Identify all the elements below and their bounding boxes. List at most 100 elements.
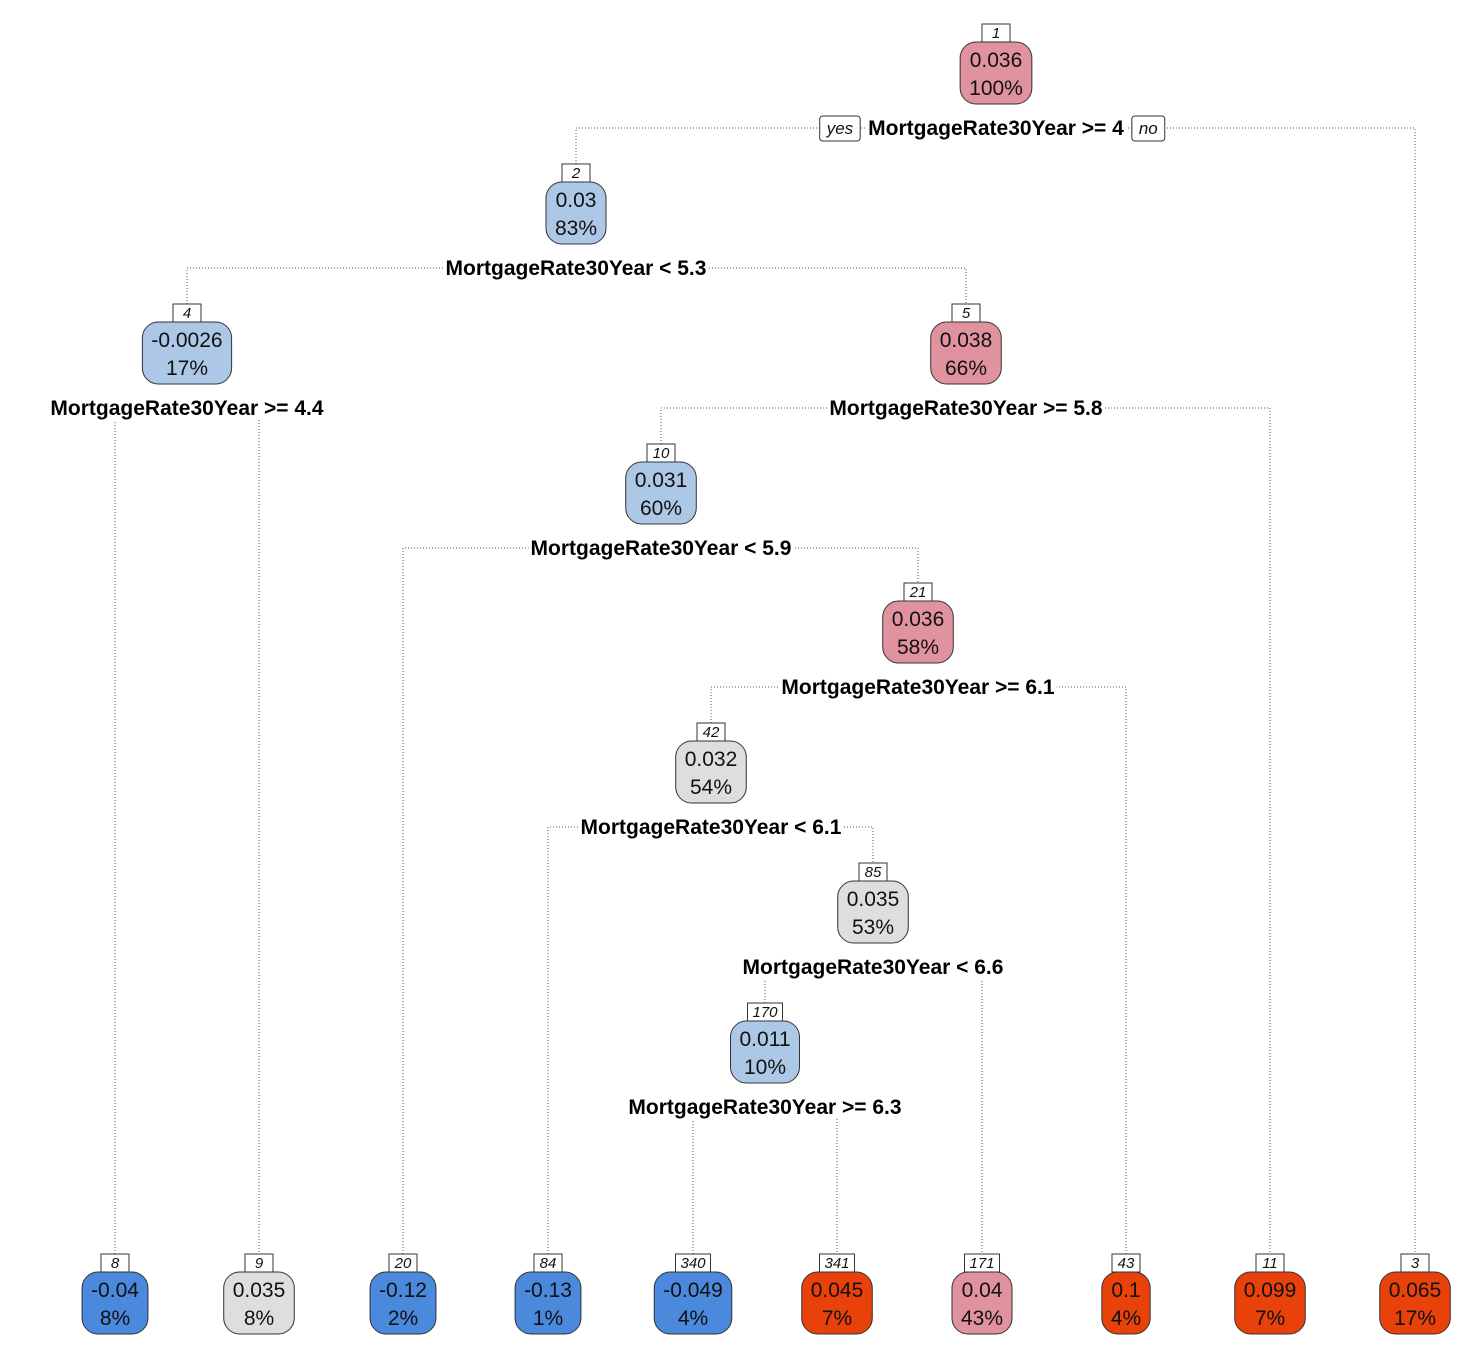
split-label-bg (578, 815, 844, 839)
split-label-4: MortgageRate30Year >= 4.4 (48, 396, 326, 420)
branch-label-box (819, 115, 861, 142)
node-value: -0.13 (524, 1279, 572, 1302)
node-value: 0.04 (962, 1279, 1003, 1302)
tree-nodes: 10.036100%20.0383%4-0.002617%50.03866%10… (81, 23, 1451, 1335)
tree-node-84: 84-0.131% (514, 1253, 582, 1335)
split-condition: MortgageRate30Year < 5.9 (531, 537, 792, 560)
split-label-bg (528, 536, 794, 560)
branch-label-text: no (1139, 119, 1158, 138)
node-id-box (172, 303, 202, 323)
node-value: -0.04 (91, 1279, 139, 1302)
node-id-label: 84 (540, 1255, 557, 1272)
branch-labels: yes no (819, 115, 1166, 142)
tree-node-21: 21 0.036 58% (882, 582, 954, 664)
node-value: 0.099 (1244, 1279, 1297, 1302)
node-value: 0.031 (635, 469, 688, 492)
node-percent: 53% (852, 916, 894, 939)
split-label-85: MortgageRate30Year < 6.6 (740, 955, 1006, 979)
edge-node-1 (575, 127, 1416, 1254)
node-value: 0.065 (1389, 1279, 1442, 1302)
node-value: 0.03 (556, 189, 597, 212)
node-id-label: 85 (865, 864, 882, 881)
node-percent: 4% (1111, 1307, 1141, 1330)
split-condition: MortgageRate30Year >= 5.8 (829, 397, 1102, 420)
node-id-box (746, 1002, 784, 1022)
node-percent: 58% (897, 636, 939, 659)
node-percent: 66% (945, 357, 987, 380)
node-value: 0.036 (970, 49, 1023, 72)
node-percent: 10% (744, 1056, 786, 1079)
split-label-bg (443, 256, 709, 280)
node-id-box (100, 1253, 130, 1273)
node-id-box (244, 1253, 274, 1273)
node-id-box (951, 303, 981, 323)
split-label-bg (740, 955, 1006, 979)
node-percent: 60% (640, 497, 682, 520)
branch-label-no: no (1131, 115, 1166, 142)
split-label-5: MortgageRate30Year >= 5.8 (827, 396, 1105, 420)
node-percent: 4% (678, 1307, 708, 1330)
node-id-box (674, 1253, 712, 1273)
tree-edges (114, 127, 1416, 1254)
node-value: 0.035 (233, 1279, 286, 1302)
split-condition: MortgageRate30Year >= 6.3 (628, 1096, 901, 1119)
node-id-label: 171 (969, 1255, 994, 1272)
split-label-10: MortgageRate30Year < 5.9 (528, 536, 794, 560)
branch-label-yes: yes (819, 115, 861, 142)
split-label-bg (626, 1095, 904, 1119)
split-label-bg (779, 675, 1057, 699)
node-percent: 2% (388, 1307, 418, 1330)
node-percent: 7% (1255, 1307, 1285, 1330)
node-id-label: 20 (394, 1255, 412, 1272)
split-label-bg (866, 116, 1126, 140)
split-condition: MortgageRate30Year >= 4 (868, 117, 1124, 140)
node-percent: 8% (100, 1307, 130, 1330)
tree-node-85: 85 0.035 53% (837, 862, 909, 944)
split-condition: MortgageRate30Year < 6.6 (743, 956, 1004, 979)
edge-node-5 (660, 407, 1271, 1254)
node-id-box (561, 163, 591, 183)
node-id-label: 3 (1411, 1255, 1420, 1272)
node-value: 0.045 (811, 1279, 864, 1302)
split-label-2: MortgageRate30Year < 5.3 (443, 256, 709, 280)
tree-node-43: 430.14% (1101, 1253, 1151, 1335)
split-label-bg (48, 396, 326, 420)
node-id-label: 43 (1118, 1255, 1135, 1272)
node-value: 0.035 (847, 888, 900, 911)
node-id-box (818, 1253, 856, 1273)
node-value: 0.036 (892, 608, 945, 631)
split-label-170: MortgageRate30Year >= 6.3 (626, 1095, 904, 1119)
split-labels: MortgageRate30Year >= 4 MortgageRate30Yea… (48, 116, 1126, 1119)
node-id-label: 9 (255, 1255, 264, 1272)
node-id-label: 8 (111, 1255, 120, 1272)
node-id-label: 21 (909, 584, 927, 601)
node-id-label: 341 (824, 1255, 849, 1272)
node-value: -0.0026 (151, 329, 222, 352)
node-id-label: 170 (752, 1004, 778, 1021)
node-id-label: 10 (653, 445, 670, 462)
edge-node-42 (547, 826, 874, 1254)
node-id-box (1400, 1253, 1430, 1273)
node-id-box (696, 722, 726, 742)
node-id-box (963, 1253, 1001, 1273)
node-percent: 43% (961, 1307, 1003, 1330)
split-condition: MortgageRate30Year >= 4.4 (50, 397, 323, 420)
node-id-label: 42 (703, 724, 720, 741)
branch-label-box (1131, 115, 1166, 142)
node-id-box (858, 862, 888, 882)
node-id-box (388, 1253, 418, 1273)
node-id-label: 340 (680, 1255, 706, 1272)
split-label-bg (827, 396, 1105, 420)
split-label-1: MortgageRate30Year >= 4 (866, 116, 1126, 140)
edge-node-2 (186, 267, 967, 304)
tree-node-8: 8 -0.04 8% (81, 1253, 149, 1335)
